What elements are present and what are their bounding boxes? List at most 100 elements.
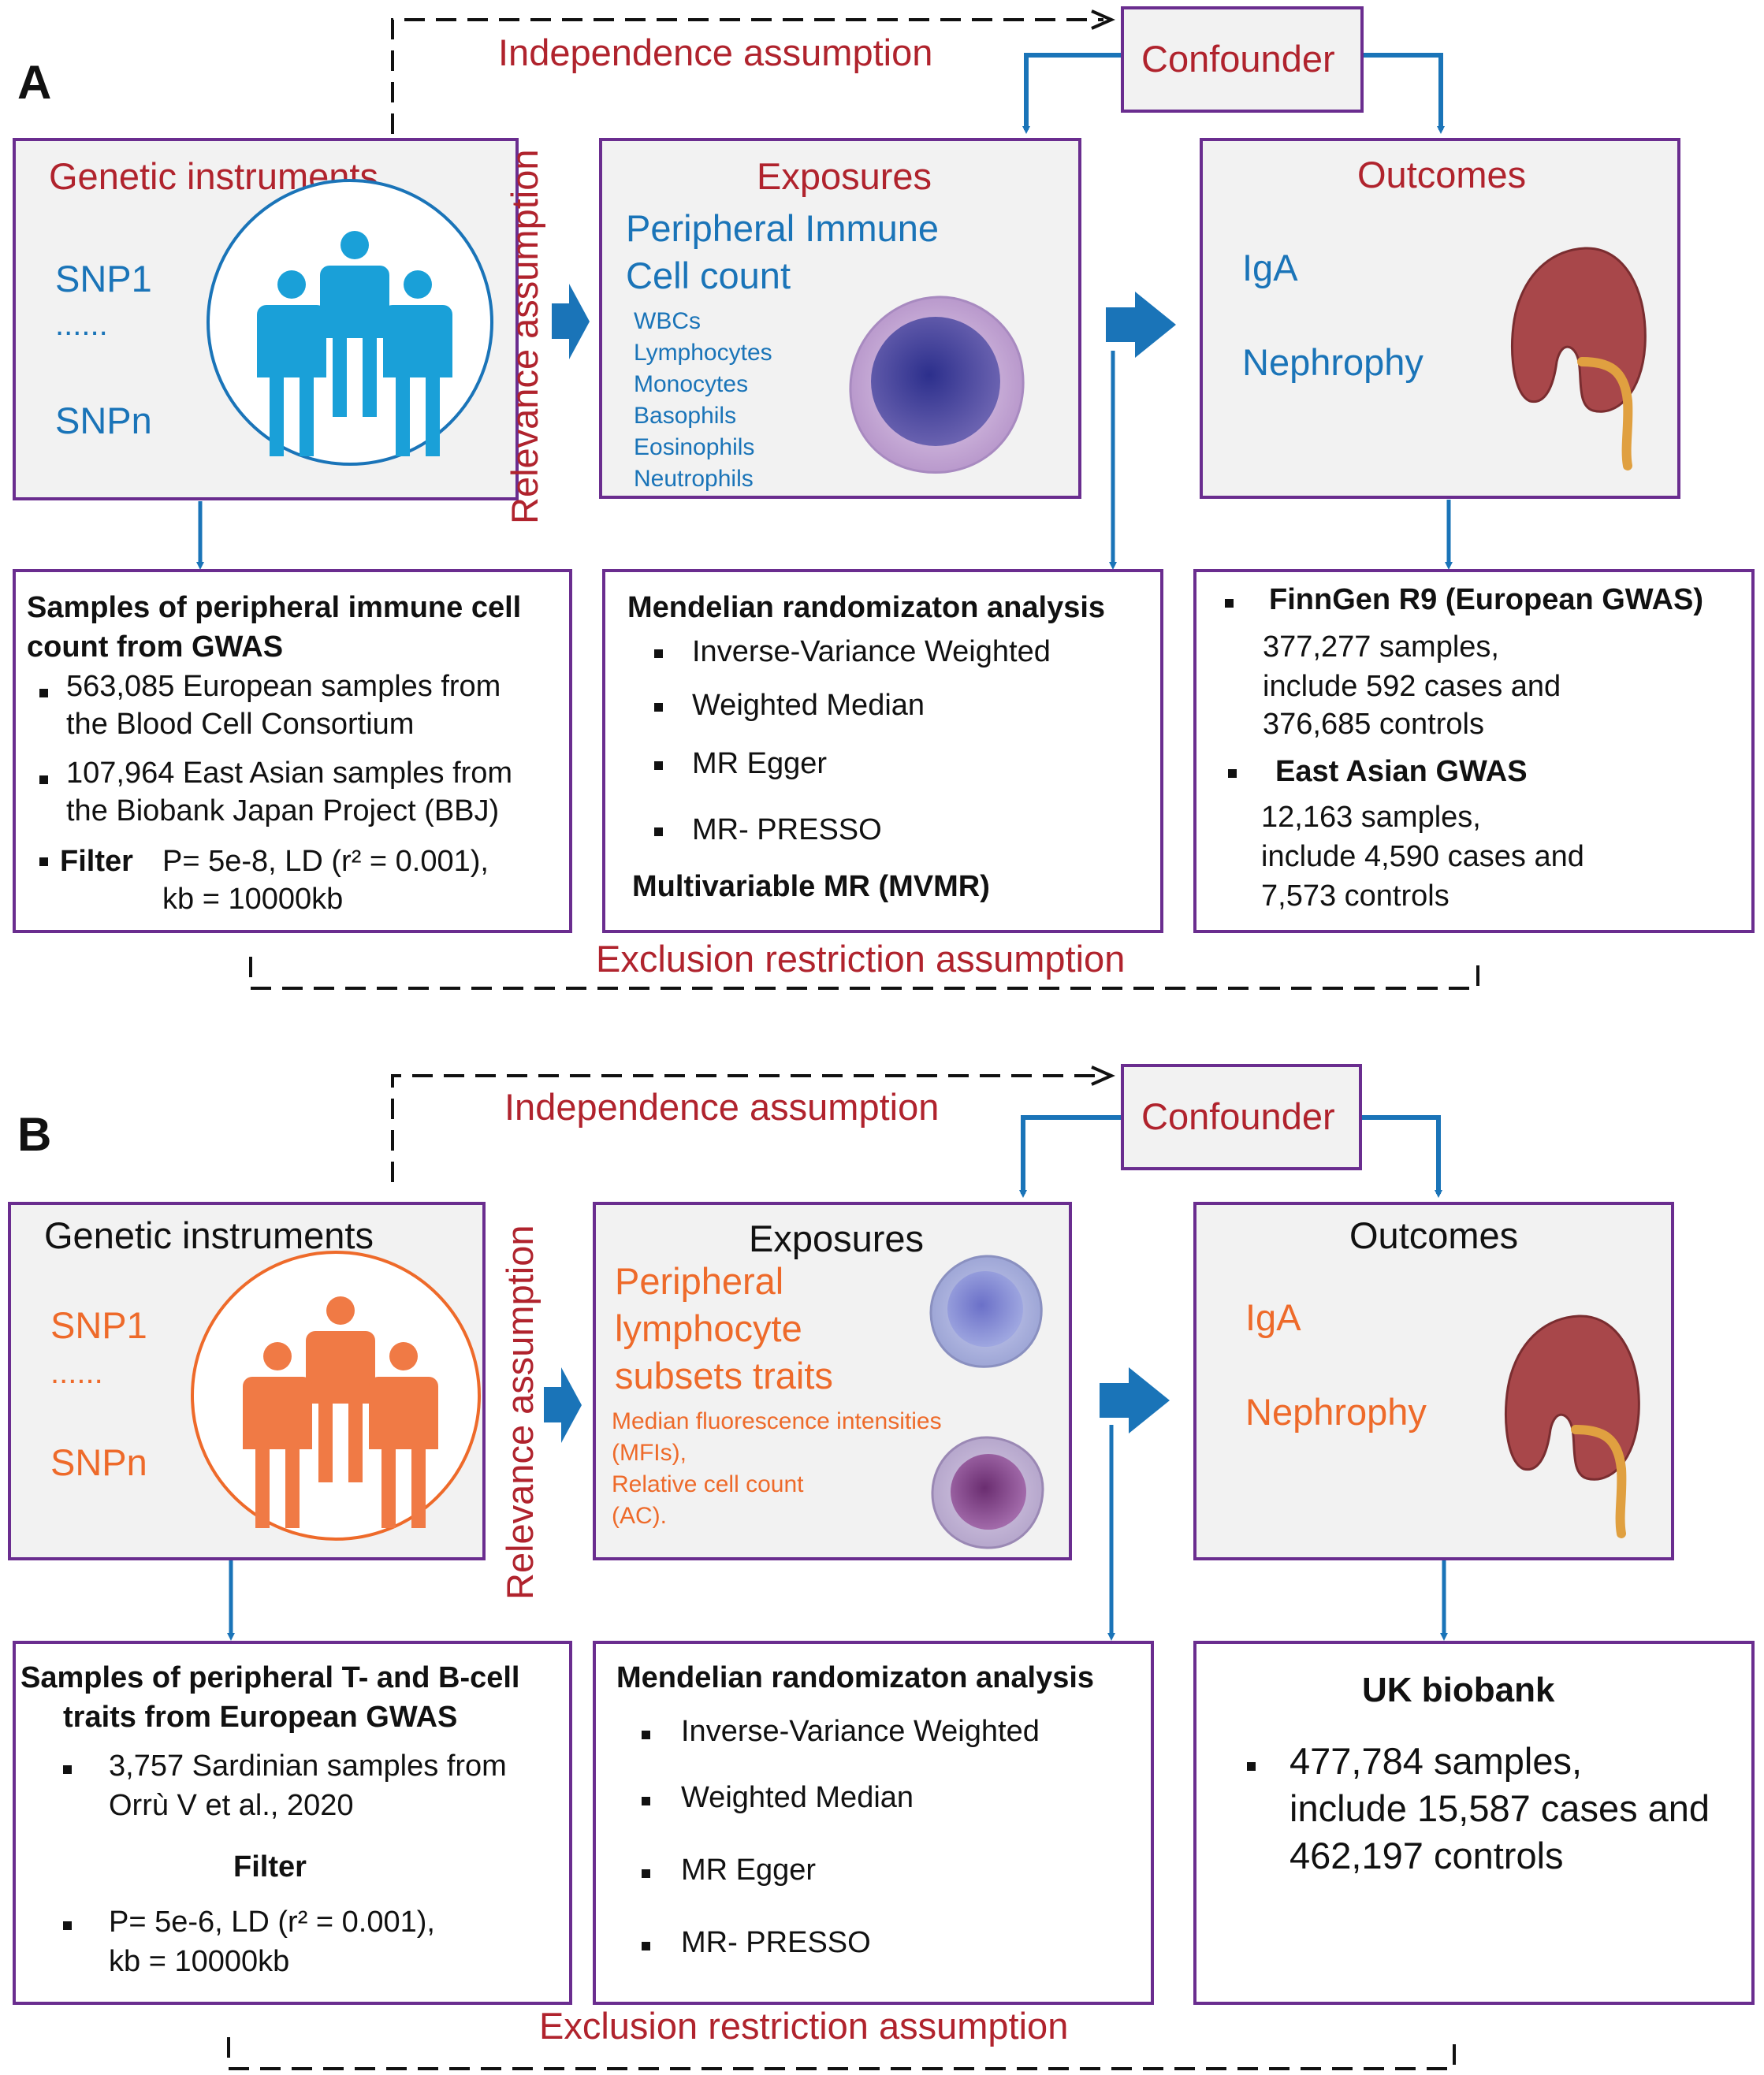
a-gwas-h1-l1: 377,277 samples, [1263,630,1499,664]
b-uk-l1: 477,784 samples, [1290,1740,1583,1782]
bullet-icon [39,775,48,784]
a-people-icon [207,179,493,466]
b-mr-item: MR- PRESSO [681,1926,871,1959]
a-exposure-to-outcome-arrow [1106,292,1176,358]
bullet-icon [654,703,663,712]
b-outcomes-title: Outcomes [1349,1214,1519,1256]
a-independence-path [391,18,1103,134]
a-filter-2: kb = 10000kb [162,883,344,916]
b-exposures-sub2: lymphocyte [615,1307,802,1349]
b-outcome-iga: IgA [1245,1296,1301,1338]
b-samples-b1-1: 3,757 Sardinian samples from [109,1750,507,1783]
bullet-icon [654,761,663,770]
a-gwas-h1-l2: include 592 cases and [1263,670,1561,703]
a-outcomes-title: Outcomes [1357,154,1527,195]
b-uk-l2: include 15,587 cases and [1290,1787,1710,1829]
b-exposures-d1: Median fluorescence intensities [612,1408,942,1434]
a-outcome-iga: IgA [1242,247,1298,288]
b-confounder-label: Confounder [1141,1095,1335,1137]
b-samples-title-1: Samples of peripheral T- and B-cell [20,1661,520,1694]
a-gwas-h1: FinnGen R9 (European GWAS) [1269,583,1704,616]
b-filter-label: Filter [233,1850,307,1883]
b-independence-label: Independence assumption [504,1086,940,1128]
b-exclusion-path [227,2037,1456,2070]
a-exposures-subtitle-2: Cell count [626,255,791,296]
a-independence-label: Independence assumption [498,32,933,73]
a-snpn: SNPn [55,400,152,441]
b-exposures-title: Exposures [749,1218,925,1259]
b-confounder-box: Confounder [1121,1064,1362,1170]
a-confounder-to-exposure [1022,53,1121,134]
b-samples-box: Samples of peripheral T- and B-cell trai… [13,1641,572,2005]
a-samples-b1-1: 563,085 European samples from [66,670,501,703]
panel-b-label: B [17,1108,52,1161]
a-gwas-h2-l1: 12,163 samples, [1261,801,1481,834]
a-mr-item: MR- PRESSO [692,813,882,846]
b-snpn: SNPn [50,1441,147,1483]
a-mr-box: Mendelian randomizaton analysis Inverse-… [602,569,1163,933]
b-exposures-d4: (AC). [612,1503,667,1529]
a-outcomes-box: Outcomes IgA Nephrophy [1200,138,1680,499]
bullet-icon [1247,1762,1256,1771]
b-dots: ...... [50,1355,103,1390]
a-instruments-box: Genetic instruments SNP1 ...... SNPn [13,138,519,500]
b-confounder-to-outcome [1362,1115,1442,1198]
b-exposures-sub3: subsets traits [615,1355,833,1396]
bullet-icon [63,1921,72,1930]
a-cell-image [849,296,1025,474]
bullet-icon [39,857,48,866]
b-people-icon [191,1251,481,1541]
bullet-icon [642,1942,650,1950]
a-samples-b2-1: 107,964 East Asian samples from [66,757,513,790]
a-mr-item: MR Egger [692,747,828,780]
bullet-icon [1225,599,1234,608]
b-exposures-d2: (MFIs), [612,1440,687,1466]
bullet-icon [642,1869,650,1878]
b-mr-item: MR Egger [681,1854,817,1887]
panel-a-label: A [17,56,52,109]
a-kidney-icon [1510,247,1647,470]
a-exposure-item: Basophils [634,403,737,429]
a-mr-item: Weighted Median [692,689,925,722]
a-gwas-h1-l3: 376,685 controls [1263,708,1484,741]
bullet-icon [1228,769,1237,778]
a-gwas-h2-l2: include 4,590 cases and [1261,840,1584,873]
a-gwas-h2-l3: 7,573 controls [1261,879,1450,913]
bullet-icon [654,649,663,658]
a-exposures-box: Exposures Peripheral Immune Cell count W… [599,138,1081,499]
b-samples-title-2: traits from European GWAS [63,1701,458,1734]
a-samples-title-1: Samples of peripheral immune cell [27,591,522,624]
a-mr-title: Mendelian randomizaton analysis [627,591,1106,624]
a-relevance-label: Relevance assumption [504,149,545,525]
a-confounder-to-outcome [1364,53,1445,134]
bullet-icon [642,1731,650,1739]
b-uk-title: UK biobank [1362,1671,1555,1709]
b-cell-image-1 [929,1255,1043,1368]
a-gwas-h2: East Asian GWAS [1275,755,1528,788]
a-outcome-nephrophy: Nephrophy [1242,341,1423,383]
a-samples-b1-2: the Blood Cell Consortium [66,708,415,741]
a-exposure-item: WBCs [634,308,701,334]
b-independence-arrowhead [1091,1065,1115,1086]
b-relevance-label: Relevance assumption [499,1225,541,1601]
a-exposures-title: Exposures [757,155,932,197]
a-mr-footer: Multivariable MR (MVMR) [632,870,990,903]
a-exposure-item: Eosinophils [634,434,755,460]
b-mr-item: Inverse-Variance Weighted [681,1715,1040,1748]
bullet-icon [642,1797,650,1805]
b-confounder-to-exposure [1019,1115,1121,1198]
a-samples-title-2: count from GWAS [27,630,284,664]
b-exposures-sub1: Peripheral [615,1260,784,1302]
b-snp1: SNP1 [50,1304,147,1346]
a-exposure-item: Monocytes [634,371,749,397]
b-independence-path [391,1074,1103,1182]
b-samples-b1-2: Orrù V et al., 2020 [109,1789,354,1822]
a-samples-box: Samples of peripheral immune cell count … [13,569,572,933]
b-mr-title: Mendelian randomizaton analysis [616,1661,1095,1694]
a-exclusion-label: Exclusion restriction assumption [596,938,1126,980]
a-exposure-item: Lymphocytes [634,340,772,366]
b-uk-l3: 462,197 controls [1290,1835,1564,1876]
a-filter-1: P= 5e-8, LD (r² = 0.001), [162,845,489,878]
b-instruments-title: Genetic instruments [44,1214,374,1256]
